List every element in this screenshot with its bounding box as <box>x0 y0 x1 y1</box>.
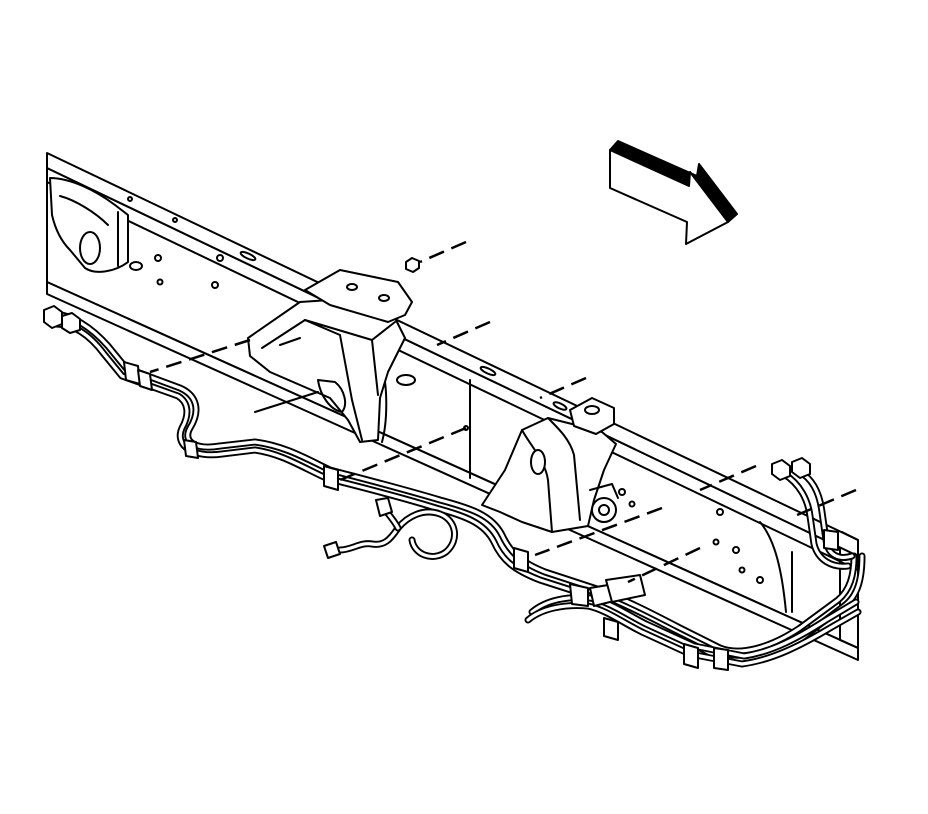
nut-icon <box>405 257 420 273</box>
frame-top-slot <box>552 401 568 411</box>
frame-slot <box>396 374 416 386</box>
hanger-body <box>481 417 617 533</box>
bracket-top-plate <box>304 269 413 323</box>
dashed-leader-line <box>789 488 857 520</box>
spring-hanger-bracket <box>481 397 619 533</box>
frame-bottom-flange <box>46 281 859 661</box>
hanger-mount-hole <box>584 405 600 415</box>
frame-top-slot <box>239 250 257 262</box>
bracket-edge <box>304 319 363 441</box>
line-clip <box>137 369 153 391</box>
dashed-leader-line <box>149 338 251 374</box>
hanger-cutout <box>530 449 546 475</box>
frame-hole <box>211 281 219 289</box>
frame-hole <box>154 254 162 262</box>
leader-lines <box>149 240 857 584</box>
frame-hole <box>732 546 740 554</box>
tube-nut-fitting <box>43 305 63 329</box>
line-fittings <box>43 305 811 481</box>
forward-arrow-icon <box>609 140 738 245</box>
frame-rail <box>46 152 859 661</box>
line-clip <box>713 647 729 671</box>
line-clip <box>569 583 589 607</box>
dashed-leader-line <box>539 376 587 400</box>
brake-line-clips <box>123 361 839 671</box>
frame-end-cap <box>839 531 859 649</box>
frame-gusset-line <box>759 521 793 613</box>
frame-hole <box>756 576 764 584</box>
bracket-pocket <box>317 379 347 413</box>
line-clip <box>683 643 699 669</box>
bracket-bolt-hole <box>378 294 390 302</box>
bracket-bolt-hole <box>346 283 358 291</box>
tube-nut-fitting <box>771 459 791 481</box>
frame-top-hole <box>172 217 178 223</box>
harness-cable <box>340 512 455 557</box>
line-clip <box>513 547 529 573</box>
harness-connector <box>323 541 341 559</box>
crossmember-tube <box>49 177 129 273</box>
line-clip <box>823 529 839 551</box>
frame-hole <box>156 278 164 286</box>
rear-crossmember-end <box>49 177 129 273</box>
crossmember-tube-end <box>79 231 101 265</box>
dashed-leader-line <box>699 464 757 492</box>
tube-nut-fitting <box>61 312 81 334</box>
frame-hole <box>618 488 626 496</box>
dashed-leader-line <box>627 546 701 584</box>
line-clip <box>323 465 339 491</box>
bracket-edge <box>261 319 396 349</box>
harness-clip <box>375 497 393 517</box>
frame-hole <box>738 566 746 574</box>
harness-bracket <box>605 574 646 603</box>
frame-hole <box>712 538 720 546</box>
tube-nut-fitting <box>791 457 811 479</box>
frame-top-slot <box>479 365 497 377</box>
hanger-edge <box>547 417 581 521</box>
line-clip <box>183 439 199 459</box>
arrow-front-face <box>609 149 729 245</box>
solid-leader-line <box>254 391 319 413</box>
wiring-harness <box>323 497 646 607</box>
line-clip <box>603 617 619 641</box>
frame-web-top-line <box>46 181 859 571</box>
hanger-bushing-center <box>598 504 610 516</box>
line-art <box>43 140 862 671</box>
dashed-leader-line <box>436 320 491 347</box>
bracket-edge <box>279 337 379 396</box>
crossmember-bracket <box>247 269 413 443</box>
frame-hole <box>716 508 724 516</box>
frame-hole <box>628 500 636 508</box>
frame-top-hole <box>127 196 133 202</box>
hanger-mount-block <box>569 397 615 435</box>
crossmember-detail <box>59 195 119 267</box>
frame-hole <box>216 254 224 262</box>
hanger-tab <box>589 483 619 499</box>
dashed-leader-line <box>419 240 467 264</box>
frame-slot <box>129 261 143 271</box>
